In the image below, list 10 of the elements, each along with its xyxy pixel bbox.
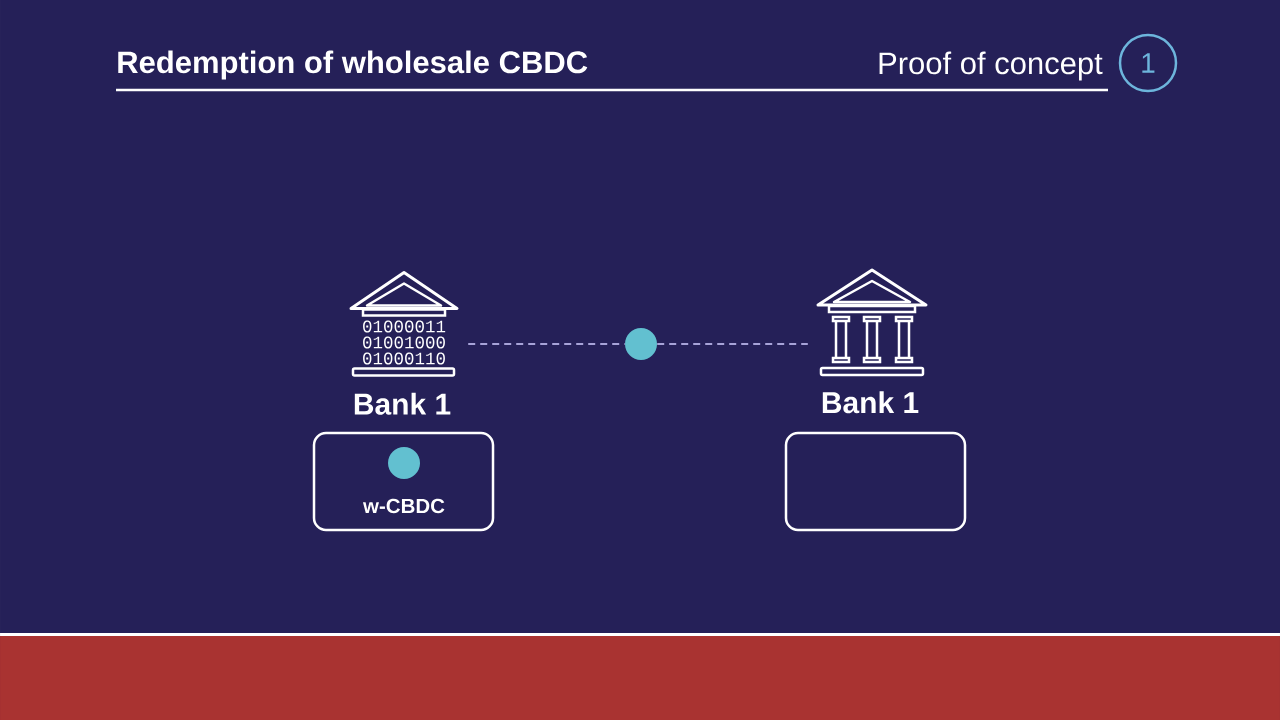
empty-box — [784, 431, 967, 532]
title: Redemption of wholesale CBDC — [118, 50, 588, 80]
bank-name: Bank 1 — [822, 391, 919, 414]
rounded-box: w-CBDC — [312, 431, 495, 532]
binary-code: 01000011 01001000 01000110 — [363, 320, 446, 365]
connector — [468, 342, 625, 346]
section-label: Proof of concept — [879, 51, 1103, 81]
coin — [625, 328, 657, 360]
connector — [657, 342, 808, 346]
bank-name: Bank 1 — [354, 392, 451, 415]
